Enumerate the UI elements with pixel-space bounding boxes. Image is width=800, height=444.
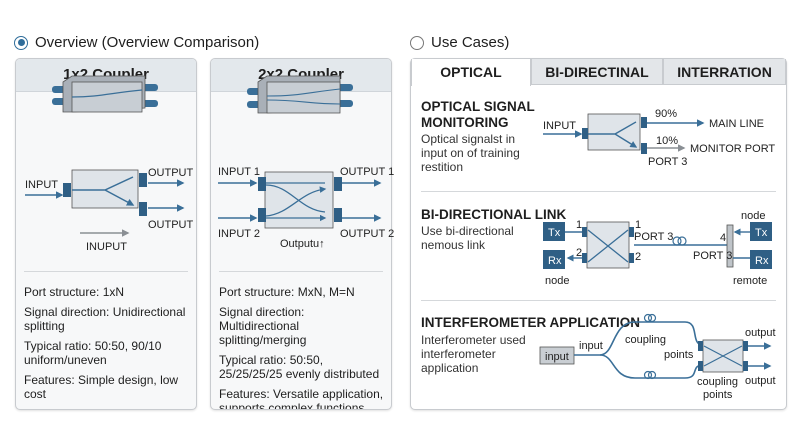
divider [421, 300, 776, 301]
typical-ratio: Typical ratio: 50:50, 90/10 uniform/unev… [24, 339, 162, 367]
desc-line: input on of training [421, 146, 520, 160]
desc-line: Optical signalst in [421, 132, 516, 146]
title-line: OPTICAL SIGNAL [421, 99, 535, 114]
card-1x2-coupler: 1x2 Coupler Port structure: 1xN Signal d… [15, 58, 197, 410]
port-structure: Port structure: 1xN [24, 285, 125, 299]
features: Features: Simple design, low cost [24, 373, 179, 401]
card-title: 2x2 Coupler [211, 59, 391, 92]
use-cases-label: Use Cases) [431, 34, 510, 51]
interferometer-title: INTERFEROMETER APPLICATION [421, 315, 640, 330]
divider [421, 191, 776, 192]
desc-line: Use bi-directional [421, 224, 514, 238]
signal-direction: Signal direction: Unidirectional splitti… [24, 305, 186, 333]
use-cases-panel: OPTICAL BI-DIRECTINAL INTERRATION OPTICA… [410, 58, 787, 410]
card-2x2-coupler: 2x2 Coupler Port structure: MxN, M=N Sig… [210, 58, 392, 410]
tab-bi-directional[interactable]: BI-DIRECTINAL [531, 59, 663, 85]
divider [24, 271, 188, 272]
card-title: 1x2 Coupler [16, 59, 196, 92]
desc-line: Interferometer used [421, 333, 526, 347]
desc-line: nemous link [421, 238, 486, 252]
radio-selected-icon[interactable] [14, 35, 28, 50]
radio-unselected-icon[interactable] [410, 35, 424, 50]
interferometer-desc: Interferometer used interferometer appli… [421, 333, 526, 375]
overview-radio[interactable]: Overview (Overview Comparison) [14, 34, 259, 51]
bidirectional-title: BI-DIRECTIONAL LINK [421, 207, 567, 222]
tab-bar: OPTICAL BI-DIRECTINAL INTERRATION [411, 59, 786, 86]
typical-ratio: Typical ratio: 50:50, 25/25/25/25 evenly… [219, 353, 380, 381]
port-structure: Port structure: MxN, M=N [219, 285, 355, 299]
tab-optical[interactable]: OPTICAL [411, 59, 531, 86]
title-line: MONITORING [421, 115, 509, 130]
signal-direction: Signal direction: Multidirectional split… [219, 305, 307, 347]
desc-line: restition [421, 160, 464, 174]
features: Features: Versatile application, support… [219, 387, 384, 410]
tab-interration[interactable]: INTERRATION [663, 59, 786, 85]
monitoring-title: OPTICAL SIGNAL MONITORING [421, 99, 535, 131]
overview-label: Overview (Overview Comparison) [35, 34, 260, 51]
bidirectional-desc: Use bi-directional nemous link [421, 224, 514, 252]
desc-line: application [421, 361, 479, 375]
use-cases-radio[interactable]: Use Cases) [410, 34, 509, 51]
divider [219, 271, 383, 272]
desc-line: interferometer [421, 347, 496, 361]
monitoring-desc: Optical signalst in input on of training… [421, 132, 520, 174]
